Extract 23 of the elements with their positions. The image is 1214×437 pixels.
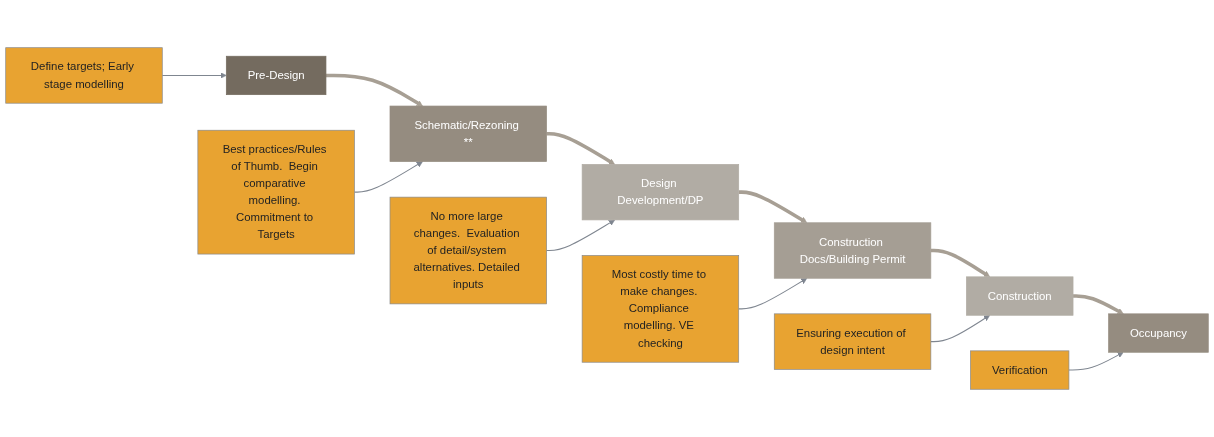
arrow	[546, 132, 615, 165]
node-box: Ensuring execution of design intent	[773, 313, 932, 370]
node-box: Construction	[966, 276, 1074, 316]
arrow	[546, 219, 615, 252]
arrow	[161, 72, 227, 79]
arrow	[738, 278, 808, 310]
node-box: Most costly time to make changes. Compliance modelling. VE checking	[581, 255, 740, 363]
node-box: Occupancy	[1108, 313, 1209, 353]
arrow	[1068, 352, 1124, 371]
node-box: Construction Docs/Building Permit	[773, 222, 932, 279]
node-box: Define targets; Early stage modelling	[5, 47, 163, 104]
arrow	[930, 315, 990, 343]
arrow	[325, 73, 423, 107]
node-box: Best practices/Rules of Thumb. Begin comparative modelling. Commitment to Targets	[197, 129, 355, 255]
node-box: Design Development/DP	[581, 164, 740, 221]
node-box: Pre-Design	[225, 55, 327, 96]
arrow	[353, 161, 423, 193]
arrow	[738, 190, 808, 224]
arrow	[1073, 294, 1124, 315]
node-box: No more large changes. Evaluation of detail/system alternatives. Detailed inputs	[389, 196, 547, 305]
arrow	[930, 248, 990, 278]
node-box: Schematic/Rezoning **	[389, 105, 547, 162]
node-box: Verification	[970, 350, 1070, 390]
